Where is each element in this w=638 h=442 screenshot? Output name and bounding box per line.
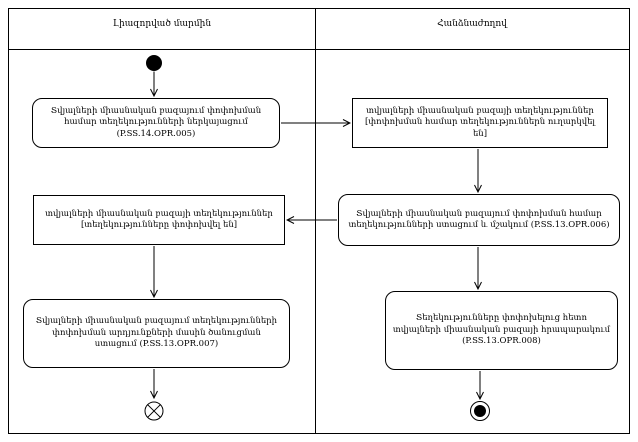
lane-title: Լիազորված մարմին	[112, 19, 212, 29]
lane-divider-line	[315, 8, 316, 433]
initial-node-icon	[146, 55, 162, 71]
object-state: [տեղեկությունները փոփոխվել են]	[80, 220, 238, 230]
node-label: Տվյալների միասնական բազայում փոփոխման հա…	[50, 105, 262, 139]
lane-title: Հանձնաժողով	[437, 19, 507, 29]
action-node-receive-process: Տվյալների միասնական բազայում փոփոխման հա…	[338, 194, 620, 246]
action-node-submit-info: Տվյալների միասնական բազայում փոփոխման հա…	[32, 98, 280, 148]
object-node-info-changed: տվյալների միասնական բազայի տեղեկությունն…	[33, 195, 285, 245]
header-divider-line	[8, 49, 629, 50]
activity-final-inner-dot	[474, 405, 486, 417]
diagram-frame	[8, 8, 630, 434]
object-node-info-sent: տվյալների միասնական բազայի տեղեկությունն…	[352, 98, 608, 148]
node-label: Տվյալների միասնական բազայում փոփոխման հա…	[348, 208, 610, 230]
lane-header-commission: Հանձնաժողով	[316, 9, 628, 49]
lane-header-authorized-body: Լիազորված մարմին	[9, 9, 315, 49]
object-name: տվյալների միասնական բազայի տեղեկությունն…	[45, 208, 273, 219]
node-label: Տվյալների միասնական բազայում տեղեկությու…	[35, 316, 278, 350]
action-node-receive-notification: Տվյալների միասնական բազայում տեղեկությու…	[23, 299, 290, 368]
object-name: տվյալների միասնական բազայի տեղեկությունն…	[366, 105, 594, 116]
activity-final-node-icon	[470, 401, 490, 421]
node-label: Տեղեկությունները փոփոխելուց հետո տվյալնե…	[392, 313, 611, 347]
object-state: [փոփոխման համար տեղեկություններն ուղարկվ…	[364, 117, 596, 139]
flow-final-node-icon	[143, 400, 165, 422]
action-node-publish: Տեղեկությունները փոփոխելուց հետո տվյալնե…	[385, 291, 618, 370]
